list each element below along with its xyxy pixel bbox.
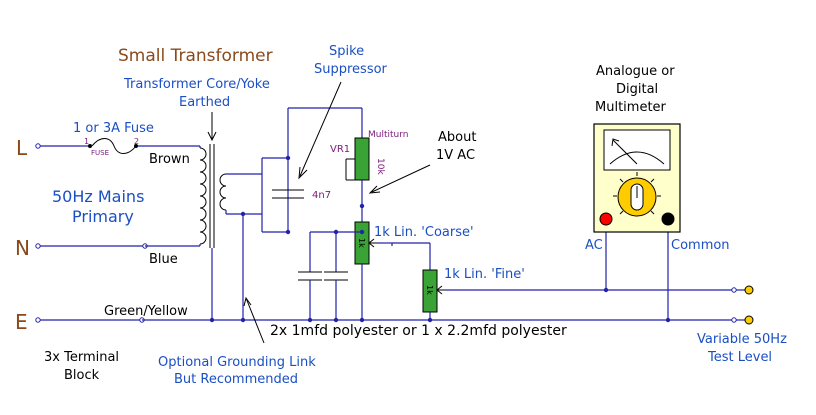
vr1-label: VR1: [330, 144, 350, 155]
ac-probe-socket: [599, 212, 613, 226]
capacitors-label: 2x 1mfd polyester or 1 x 2.2mfd polyeste…: [270, 323, 567, 339]
ac-probe-label: AC: [585, 238, 603, 253]
fine-label: 1k Lin. 'Fine': [444, 267, 525, 282]
output-label-1: Variable 50Hz: [697, 332, 787, 347]
multiturn-label: Multiturn: [368, 130, 408, 140]
fuse-pin-1: 1: [84, 137, 89, 146]
fuse-label: 1 or 3A Fuse: [73, 121, 154, 136]
grounding-link: [240, 211, 265, 344]
n-terminal-dot: [35, 243, 41, 249]
output-terminal-top: [744, 285, 754, 295]
fine-potentiometer: 1k: [422, 269, 734, 323]
meter-label-2: Digital: [616, 82, 658, 97]
brown-label: Brown: [149, 152, 190, 167]
fuse-tag: FUSE: [91, 149, 109, 157]
line-terminal-label: L: [16, 136, 28, 160]
about-label-1: About: [438, 130, 476, 145]
grounding-label-2: But Recommended: [174, 372, 298, 387]
multimeter: [593, 123, 681, 320]
coarse-value-label: 1k: [357, 238, 366, 248]
spike-suppressor-capacitor: [272, 81, 342, 199]
diagram-title: Small Transformer: [118, 46, 273, 66]
meter-label-1: Analogue or: [596, 64, 675, 79]
mains-input-wiring: [35, 143, 148, 323]
filter-capacitors: [298, 229, 365, 323]
output-terminals: [603, 285, 754, 325]
secondary-wiring: [261, 107, 362, 235]
output-terminal-bottom: [744, 315, 754, 325]
coarse-potentiometer: 1k: [354, 206, 431, 323]
meter-label-3: Multimeter: [595, 100, 667, 115]
neutral-terminal-label: N: [15, 236, 30, 260]
terminal-block-label-1: 3x Terminal: [44, 350, 119, 365]
e-terminal-dot: [35, 317, 41, 323]
cap-4n7-label: 4n7: [312, 190, 331, 201]
vr1-potentiometer: [345, 108, 431, 209]
coarse-label: 1k Lin. 'Coarse': [374, 225, 474, 240]
blue-label: Blue: [149, 252, 178, 267]
earth-terminal-label: E: [15, 310, 28, 334]
fine-value-label: 1k: [425, 285, 434, 295]
about-label-2: 1V AC: [436, 148, 475, 163]
l-terminal-dot: [35, 143, 41, 149]
green-yellow-label: Green/Yellow: [104, 304, 188, 319]
fuse-pin-2: 2: [134, 137, 139, 146]
spike-label-1: Spike: [329, 44, 364, 59]
mains-label-1: 50Hz Mains: [52, 187, 144, 206]
common-probe-socket: [661, 212, 675, 226]
core-label: Transformer Core/Yoke: [123, 77, 270, 92]
earthed-label: Earthed: [179, 95, 230, 110]
output-label-2: Test Level: [707, 350, 772, 365]
spike-label-2: Suppressor: [314, 62, 388, 77]
common-probe-label: Common: [671, 238, 730, 253]
mains-label-2: Primary: [72, 207, 134, 226]
grounding-label-1: Optional Grounding Link: [158, 355, 316, 370]
transformer-symbol: [145, 112, 262, 248]
fuse-symbol: 1 2 FUSE: [80, 137, 200, 157]
vr1-value-label: 10k: [375, 158, 385, 175]
terminal-block-label-2: Block: [64, 368, 100, 383]
